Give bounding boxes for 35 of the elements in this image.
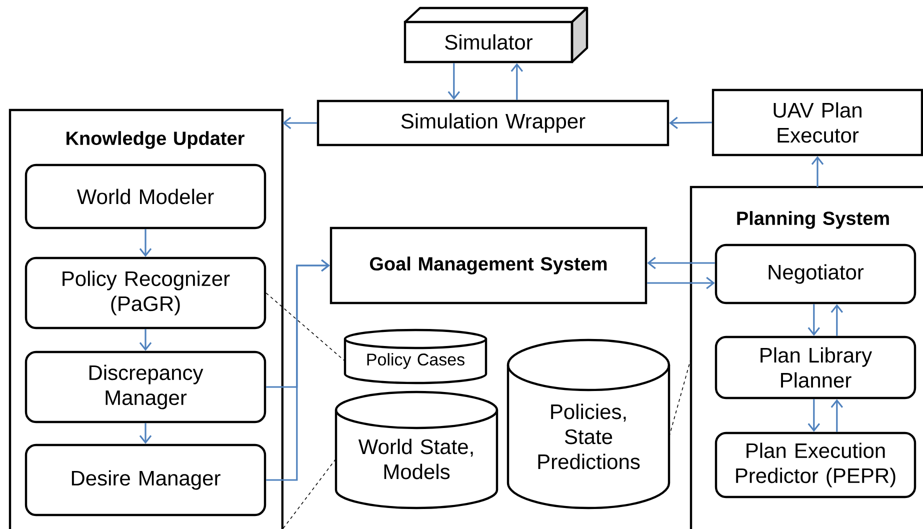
arrow <box>139 423 152 444</box>
dashed-line <box>668 358 692 437</box>
process-box: Goal Management System <box>330 226 648 304</box>
process-box: World Modeler <box>24 164 266 230</box>
node-label: Policy Cases <box>367 353 464 369</box>
process-box: UAV Plan Executor <box>712 88 923 156</box>
process-box: Simulation Wrapper <box>316 100 670 146</box>
process-box: Plan Library Planner <box>714 336 916 400</box>
arrow <box>139 229 152 257</box>
arrow <box>647 256 715 270</box>
arrow <box>139 329 152 351</box>
database-cylinder: Policies, State Predictions <box>506 338 670 510</box>
arrow <box>647 276 715 290</box>
arrow <box>830 399 844 432</box>
arrow <box>669 116 712 130</box>
arrow <box>266 259 330 481</box>
arrow <box>510 63 524 100</box>
database-cylinder: Policy Cases <box>344 328 488 384</box>
node-label: World State, Models <box>358 438 473 480</box>
arrow <box>282 116 317 130</box>
dashed-line <box>282 458 336 529</box>
node-label: Policies, State Predictions <box>538 404 640 470</box>
arrow <box>811 156 824 187</box>
process-box: Plan Execution Predictor (PEPR) <box>714 432 916 498</box>
arrow <box>448 63 460 100</box>
process-box: Negotiator <box>714 244 916 304</box>
database-cylinder: World State, Models <box>334 390 498 510</box>
process-box: Discrepancy Manager <box>24 350 266 424</box>
process-box: Policy Recognizer (PaGR) <box>24 256 266 330</box>
arrow <box>830 304 844 336</box>
process-box: Desire Manager <box>24 444 266 516</box>
dashed-line <box>266 292 346 362</box>
simulator-block: Simulator <box>404 6 588 64</box>
arrow <box>808 304 820 336</box>
arrow <box>808 399 820 432</box>
